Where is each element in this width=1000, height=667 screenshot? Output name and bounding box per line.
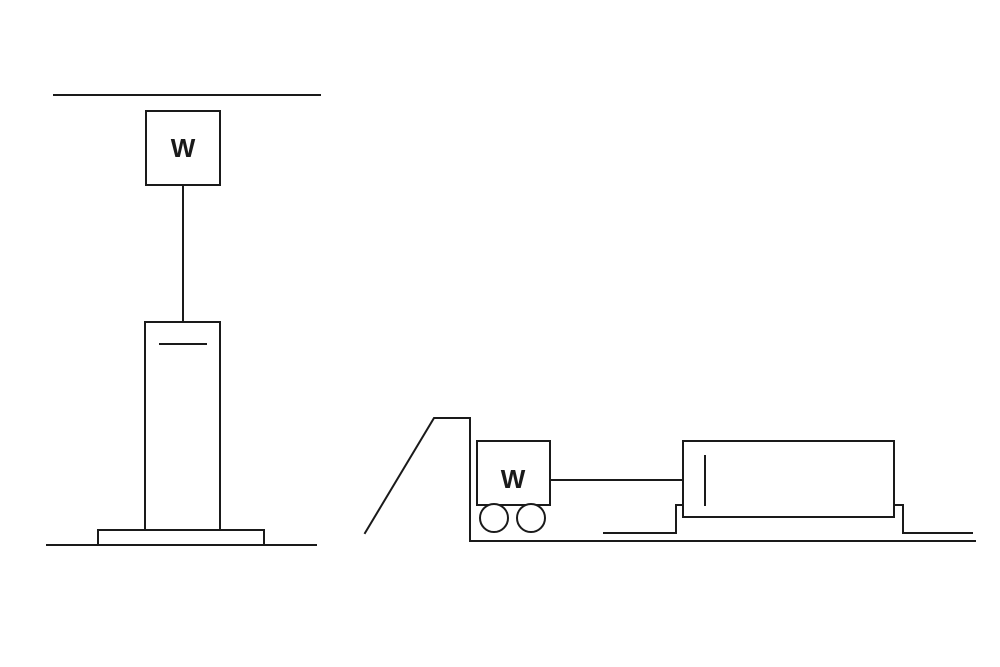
ramp-and-floor — [363, 417, 976, 542]
mount-right — [893, 504, 973, 534]
base-plate — [97, 529, 265, 546]
cart-weight-box — [476, 440, 551, 506]
hanging-weight-label: W — [171, 133, 196, 163]
cart-wheel-right — [516, 503, 546, 533]
cart-wheel-left — [479, 503, 509, 533]
mount-left — [603, 504, 684, 534]
vertical-setup: W — [46, 94, 321, 546]
cart-weight-label: W — [501, 464, 526, 494]
vertical-cylinder — [144, 321, 221, 531]
horizontal-setup: W — [363, 417, 976, 542]
horizontal-cylinder — [682, 440, 895, 518]
